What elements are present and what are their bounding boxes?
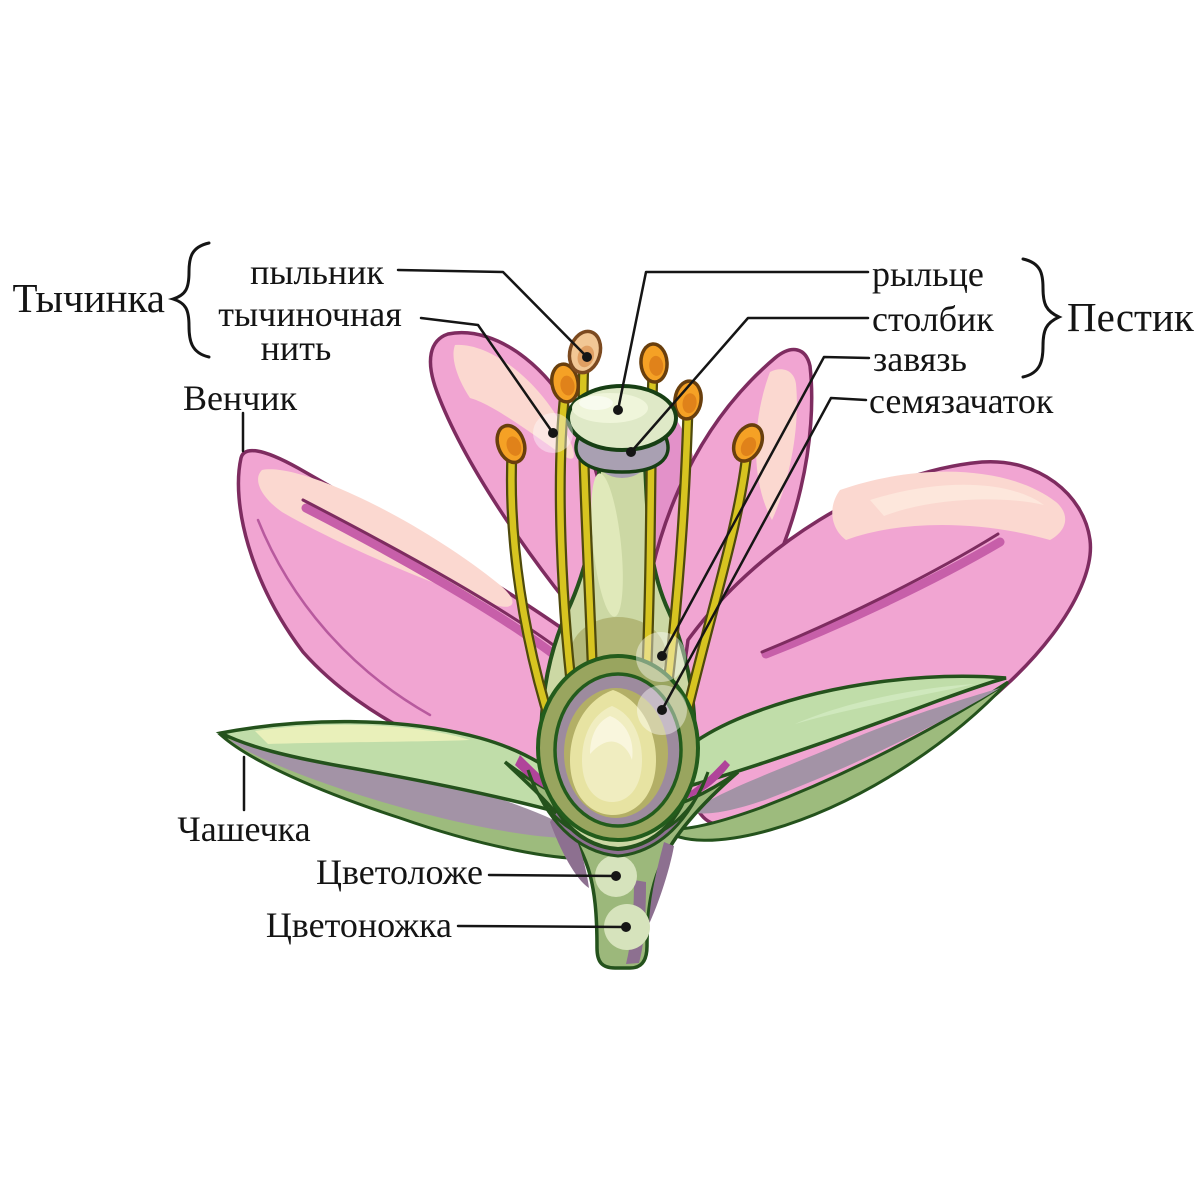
label-filament-line2: нить — [261, 328, 332, 368]
label-calyx: Чашечка — [177, 809, 310, 849]
stigma-shine — [579, 396, 613, 410]
label-pedicel: Цветоножка — [266, 905, 452, 945]
label-anther: пыльник — [250, 252, 384, 292]
stigma-highlight — [572, 393, 648, 423]
anther-icon — [673, 379, 703, 421]
petal-right-crease — [760, 532, 1000, 654]
anther-icon — [495, 423, 527, 465]
stigma — [566, 384, 678, 474]
petal-upper-left-highlight — [453, 344, 574, 459]
leader-anther-dot — [582, 352, 592, 362]
label-filament-line1: тычиночная — [218, 294, 402, 334]
petal-right-highlight-2 — [870, 484, 1044, 516]
label-stigma: рыльце — [872, 254, 984, 294]
petal-right-highlight — [832, 471, 1066, 540]
anther-icon — [550, 362, 580, 404]
leader-pedicel — [456, 924, 628, 929]
leader-style — [629, 316, 870, 454]
leader-ovule-dot — [657, 705, 667, 715]
leader-style-dot — [626, 447, 636, 457]
petal-left — [236, 448, 602, 779]
anther-beige-icon — [567, 329, 603, 375]
anther-icon — [639, 342, 669, 384]
ovary — [536, 632, 700, 842]
petal-left-highlight — [258, 469, 513, 607]
anther-icon — [731, 423, 765, 463]
leader-filament-dot — [548, 428, 558, 438]
sepal-right — [659, 674, 1010, 842]
petal-right-crease-shadow — [761, 537, 1005, 659]
leader-anther — [396, 268, 589, 359]
pistil-brace — [1021, 257, 1063, 379]
leader-pedicel-dot — [621, 922, 631, 932]
label-ovary: завязь — [873, 339, 967, 379]
label-receptacle: Цветоложе — [316, 852, 483, 892]
style-highlight — [591, 473, 623, 617]
sepal-left — [215, 719, 600, 861]
leader-receptacle-dot — [611, 871, 621, 881]
label-corolla: Венчик — [183, 378, 298, 418]
labels: Тычинка пыльник тычиночная нить Венчик р… — [12, 252, 1193, 945]
sepal-right-shadow — [692, 688, 1000, 814]
ovule-shine — [590, 716, 633, 760]
leader-stigma — [616, 270, 870, 412]
petal-left-crease — [301, 498, 562, 652]
sepal-left-shadow — [230, 740, 572, 838]
filament-5 — [660, 404, 694, 706]
leader-lines — [241, 268, 871, 932]
label-pistil-group: Пестик — [1067, 294, 1194, 340]
leader-ovary-dot — [657, 651, 667, 661]
label-stamen-group: Тычинка — [12, 275, 165, 321]
receptacle-shadow-right — [649, 842, 674, 924]
stamen-brace — [167, 241, 211, 359]
leader-stigma-dot — [613, 405, 623, 415]
sepal-left-highlight — [255, 724, 470, 744]
label-style: столбик — [872, 299, 994, 339]
magenta-wedge-left — [515, 755, 575, 800]
filament-6 — [680, 446, 753, 722]
petal-left-crease-2 — [256, 518, 432, 717]
magenta-wedge-right — [670, 760, 730, 802]
leader-receptacle — [487, 873, 618, 878]
filament-1 — [505, 446, 558, 734]
leader-filament — [419, 316, 555, 435]
label-ovule: семязачаток — [869, 381, 1054, 421]
leader-ovule — [660, 396, 868, 712]
leader-ovary — [660, 355, 871, 658]
